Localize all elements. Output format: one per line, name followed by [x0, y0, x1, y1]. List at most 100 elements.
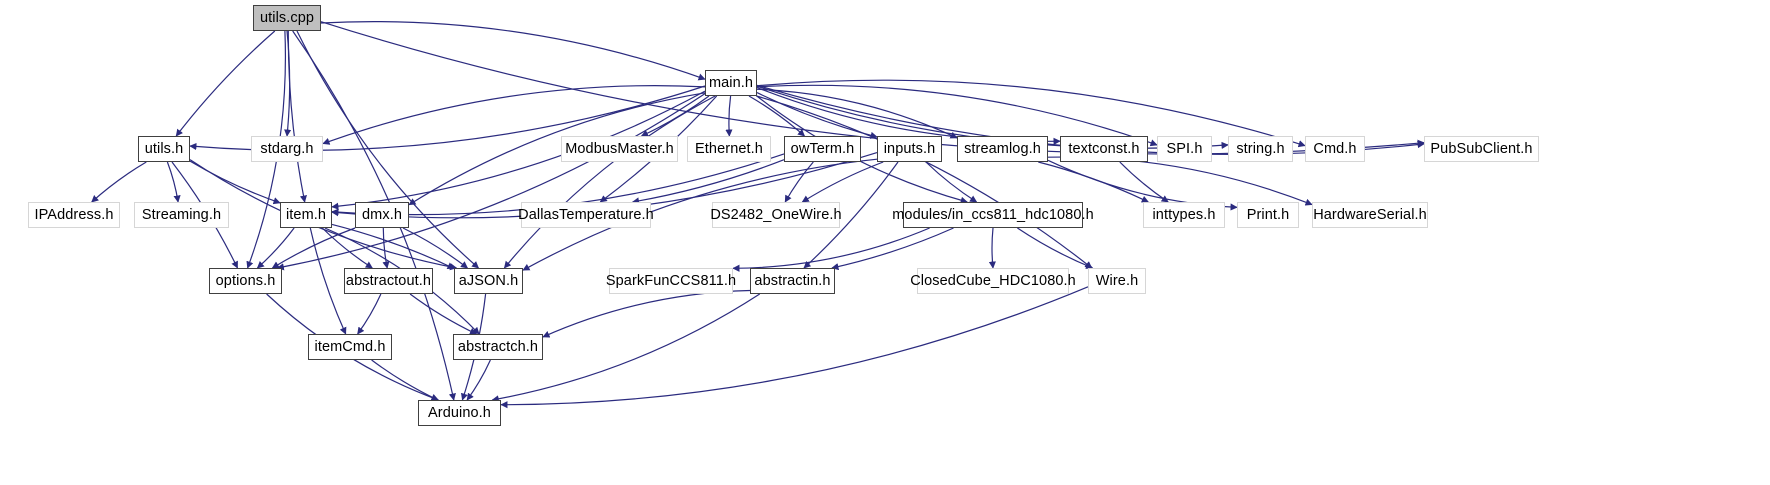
graph-node-label: IPAddress.h — [34, 206, 114, 223]
graph-edge-abstractin-h-to-abstractch-h — [542, 289, 751, 338]
graph-edge-in-ccs811-h-to-wire-h — [1017, 227, 1094, 269]
graph-edge-abstractch-h-to-arduino-h — [466, 359, 491, 401]
graph-edge-main-h-to-owterm-h — [748, 95, 806, 137]
graph-edge-owterm-h-to-dallastemp-h — [631, 159, 785, 205]
graph-node-label: Wire.h — [1095, 272, 1139, 289]
graph-node-label: string.h — [1236, 140, 1285, 157]
graph-node-label: ModbusMaster.h — [565, 140, 674, 157]
graph-node-label: inputs.h — [883, 140, 936, 157]
graph-edge-inputs-h-to-abstractin-h — [803, 161, 899, 269]
graph-edge-utils-h-to-ipaddress-h — [91, 161, 147, 203]
graph-node-hardwareserial-h[interactable]: HardwareSerial.h — [1312, 202, 1428, 228]
graph-node-label: inttypes.h — [1152, 206, 1216, 223]
graph-edge-abstractin-h-to-arduino-h — [491, 293, 761, 403]
graph-node-ipaddress-h[interactable]: IPAddress.h — [28, 202, 120, 228]
graph-edge-itemcmd-h-to-arduino-h — [371, 359, 439, 401]
graph-node-cmd-h[interactable]: Cmd.h — [1305, 136, 1365, 162]
graph-edge-utils-cpp-to-ajson-h — [296, 30, 480, 269]
graph-node-options-h[interactable]: options.h — [209, 268, 282, 294]
graph-edge-item-h-to-itemcmd-h — [309, 227, 347, 335]
graph-node-stdarg-h[interactable]: stdarg.h — [251, 136, 323, 162]
graph-edge-main-h-to-ethernet-h — [725, 95, 733, 137]
graph-edge-main-h-to-textconst-h — [756, 87, 1061, 145]
graph-node-inttypes-h[interactable]: inttypes.h — [1143, 202, 1225, 228]
graph-node-ds2482-h[interactable]: DS2482_OneWire.h — [710, 202, 842, 228]
graph-edge-inputs-h-to-ds2482-h — [801, 161, 884, 203]
graph-node-spi-h[interactable]: SPI.h — [1157, 136, 1212, 162]
graph-node-label: main.h — [708, 74, 754, 91]
graph-node-textconst-h[interactable]: textconst.h — [1060, 136, 1148, 162]
graph-node-main-h[interactable]: main.h — [705, 70, 757, 96]
graph-edge-item-h-to-ajson-h — [331, 223, 455, 270]
graph-node-ethernet-h[interactable]: Ethernet.h — [687, 136, 771, 162]
graph-edge-utils-cpp-to-item-h — [287, 30, 307, 203]
graph-edge-inputs-h-to-ajson-h — [522, 158, 878, 271]
graph-edge-in-ccs811-h-to-sparkfun-h — [732, 227, 930, 272]
graph-node-label: modules/in_ccs811_hdc1080.h — [892, 206, 1094, 223]
graph-node-label: DallasTemperature.h — [518, 206, 654, 223]
graph-node-wire-h[interactable]: Wire.h — [1088, 268, 1146, 294]
graph-node-utils-cpp[interactable]: utils.cpp — [253, 5, 321, 31]
graph-edge-main-h-to-cmd-h — [756, 79, 1306, 148]
graph-node-arduino-h[interactable]: Arduino.h — [418, 400, 501, 426]
graph-node-streaming-h[interactable]: Streaming.h — [134, 202, 229, 228]
graph-edge-main-h-to-options-h — [276, 93, 706, 271]
graph-node-label: Cmd.h — [1313, 140, 1357, 157]
graph-node-label: SparkFunCCS811.h — [605, 272, 737, 289]
graph-edge-streamlog-h-to-hardwareserial-h — [1047, 156, 1313, 206]
graph-node-ajson-h[interactable]: aJSON.h — [454, 268, 523, 294]
graph-edge-main-h-to-ajson-h — [503, 95, 716, 269]
graph-node-streamlog-h[interactable]: streamlog.h — [957, 136, 1048, 162]
graph-node-label: stdarg.h — [260, 140, 314, 157]
graph-node-label: utils.cpp — [259, 9, 315, 26]
graph-node-label: Streaming.h — [141, 206, 222, 223]
graph-node-pubsubclient-h[interactable]: PubSubClient.h — [1424, 136, 1539, 162]
graph-node-dallastemp-h[interactable]: DallasTemperature.h — [518, 202, 654, 228]
graph-node-label: Print.h — [1246, 206, 1290, 223]
graph-edge-main-h-to-spi-h — [756, 84, 1158, 147]
graph-node-in-ccs811-h[interactable]: modules/in_ccs811_hdc1080.h — [892, 202, 1094, 228]
graph-edge-main-h-to-stdarg-h — [322, 85, 706, 145]
graph-edge-item-h-to-options-h — [256, 227, 295, 269]
graph-edge-in-ccs811-h-to-abstractin-h — [831, 227, 954, 271]
graph-edge-abstractout-h-to-abstractch-h — [409, 293, 478, 335]
graph-node-item-h[interactable]: item.h — [280, 202, 332, 228]
graph-edge-in-ccs811-h-to-closedcube-h — [988, 227, 996, 269]
graph-node-utils-h[interactable]: utils.h — [138, 136, 190, 162]
graph-edge-streamlog-h-to-inttypes-h — [1038, 161, 1149, 203]
graph-edge-utils-cpp-to-pubsubclient-h — [320, 21, 1425, 155]
graph-node-label: streamlog.h — [964, 140, 1041, 157]
graph-edge-item-h-to-abstractout-h — [321, 227, 373, 269]
graph-node-itemcmd-h[interactable]: itemCmd.h — [308, 334, 392, 360]
graph-edge-dmx-h-to-ajson-h — [402, 227, 469, 269]
graph-edge-dmx-h-to-abstractout-h — [382, 227, 390, 269]
graph-node-label: dmx.h — [362, 206, 402, 223]
graph-edge-utils-h-to-item-h — [189, 160, 281, 205]
graph-node-modbusmaster-h[interactable]: ModbusMaster.h — [561, 136, 678, 162]
graph-node-label: itemCmd.h — [314, 338, 386, 355]
graph-edge-utils-cpp-to-utils-h — [175, 30, 276, 137]
graph-node-abstractout-h[interactable]: abstractout.h — [344, 268, 433, 294]
graph-node-string-h[interactable]: string.h — [1228, 136, 1293, 162]
graph-node-inputs-h[interactable]: inputs.h — [877, 136, 942, 162]
graph-node-label: abstractout.h — [345, 272, 432, 289]
graph-node-label: PubSubClient.h — [1430, 140, 1533, 157]
graph-edge-dmx-h-to-options-h — [271, 227, 356, 269]
graph-edge-main-h-to-dmx-h — [408, 92, 706, 206]
graph-edge-inputs-h-to-in-ccs811-h — [925, 161, 978, 203]
graph-node-print-h[interactable]: Print.h — [1237, 202, 1299, 228]
graph-node-abstractin-h[interactable]: abstractin.h — [750, 268, 835, 294]
graph-edge-wire-h-to-arduino-h — [500, 286, 1089, 409]
graph-node-dmx-h[interactable]: dmx.h — [355, 202, 409, 228]
graph-node-owterm-h[interactable]: owTerm.h — [784, 136, 861, 162]
graph-node-abstractch-h[interactable]: abstractch.h — [453, 334, 543, 360]
graph-node-label: SPI.h — [1166, 140, 1203, 157]
graph-node-label: DS2482_OneWire.h — [710, 206, 842, 223]
graph-node-label: ClosedCube_HDC1080.h — [910, 272, 1076, 289]
graph-edge-main-h-to-item-h — [331, 90, 706, 210]
graph-node-label: options.h — [215, 272, 276, 289]
graph-node-sparkfun-h[interactable]: SparkFunCCS811.h — [605, 268, 737, 294]
graph-node-closedcube-h[interactable]: ClosedCube_HDC1080.h — [910, 268, 1076, 294]
graph-node-label: Ethernet.h — [695, 140, 763, 157]
